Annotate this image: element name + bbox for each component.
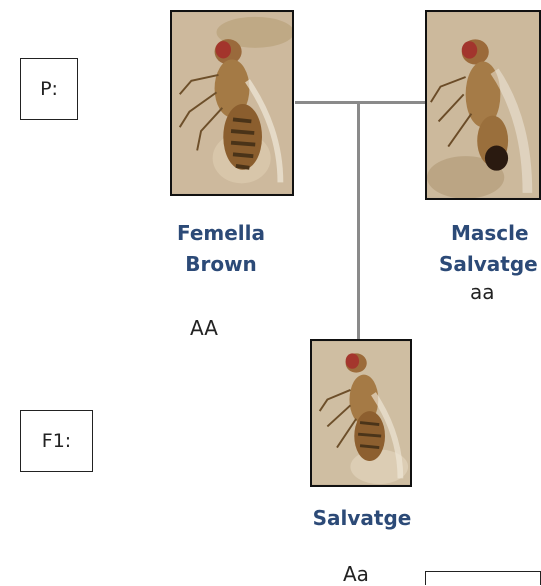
male-label: Mascle Salvatge <box>435 218 541 280</box>
female-label-line2: Brown <box>166 249 276 280</box>
male-label-line2: Salvatge <box>439 249 541 280</box>
male-label-line1: Mascle <box>435 218 541 249</box>
cross-line-horizontal <box>295 101 425 104</box>
offspring-label: Salvatge <box>300 503 424 534</box>
female-fly-photo <box>170 10 294 196</box>
fruit-fly-icon <box>427 12 539 198</box>
offspring-genotype: Aa <box>343 562 369 586</box>
fruit-fly-icon <box>172 12 292 194</box>
female-label: Femella Brown <box>166 218 276 280</box>
generation-label-f1: F1: <box>20 410 93 472</box>
descent-line-vertical <box>357 101 360 339</box>
generation-label-p: P: <box>20 58 78 120</box>
male-genotype: aa <box>470 280 495 304</box>
male-fly-photo <box>425 10 541 200</box>
fruit-fly-icon <box>312 341 410 485</box>
generation-label-p-text: P: <box>40 78 58 100</box>
female-genotype: AA <box>190 316 218 340</box>
offspring-fly-photo <box>310 339 412 487</box>
generation-label-f1-text: F1: <box>42 430 71 452</box>
female-label-line1: Femella <box>166 218 276 249</box>
partial-box <box>425 571 541 585</box>
